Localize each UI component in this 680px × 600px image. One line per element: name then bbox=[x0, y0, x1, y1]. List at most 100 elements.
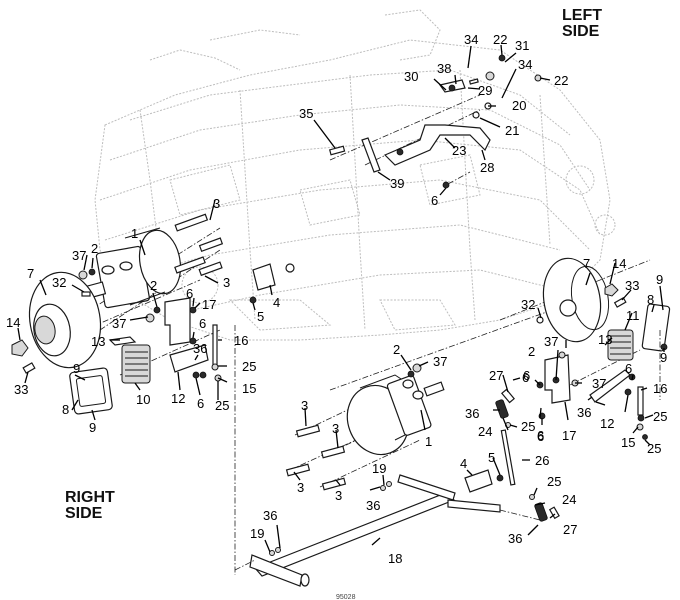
callout: 5 bbox=[488, 450, 495, 465]
callout: 36 bbox=[263, 508, 277, 523]
callout: 22 bbox=[554, 73, 568, 88]
chassis-frame bbox=[94, 9, 616, 341]
callout: 1 bbox=[425, 434, 432, 449]
left-side-label: LEFT SIDE bbox=[562, 7, 602, 40]
callout: 24 bbox=[478, 424, 492, 439]
callout: 32 bbox=[52, 275, 66, 290]
callout: 36 bbox=[366, 498, 380, 513]
callout: 24 bbox=[562, 492, 576, 507]
callout: 32 bbox=[521, 297, 535, 312]
callout: 36 bbox=[508, 531, 522, 546]
callout: 4 bbox=[273, 295, 280, 310]
callout: 37 bbox=[592, 376, 606, 391]
callout: 6 bbox=[186, 286, 193, 301]
callout: 6 bbox=[197, 396, 204, 411]
callout: 25 bbox=[242, 359, 256, 374]
rod-26 bbox=[500, 429, 516, 486]
callout: 17 bbox=[202, 297, 216, 312]
callout: 36 bbox=[577, 405, 591, 420]
link-39 bbox=[361, 137, 381, 173]
callout: 14 bbox=[612, 256, 626, 271]
right-side-label: RIGHT SIDE bbox=[65, 489, 115, 522]
callout: 25 bbox=[653, 409, 667, 424]
callout: 31 bbox=[515, 38, 529, 53]
lever-23 bbox=[383, 124, 491, 166]
callout: 11 bbox=[626, 308, 640, 323]
callout: 25 bbox=[547, 474, 561, 489]
callout: 3 bbox=[332, 421, 339, 436]
callout: 36 bbox=[465, 406, 479, 421]
rod-16-left bbox=[637, 386, 644, 416]
linkage-assembly bbox=[328, 54, 542, 189]
callout: 28 bbox=[480, 160, 494, 175]
callout: 20 bbox=[512, 98, 526, 113]
fan-motor-left bbox=[607, 329, 634, 361]
callout: 37 bbox=[112, 316, 126, 331]
callout: 23 bbox=[452, 143, 466, 158]
leader-lines bbox=[17, 44, 665, 553]
shield-plate bbox=[69, 367, 113, 415]
left-side-label-line2: SIDE bbox=[562, 23, 600, 40]
callout: 25 bbox=[521, 419, 535, 434]
callout: 3 bbox=[335, 488, 342, 503]
callout: 2 bbox=[91, 241, 98, 256]
callout: 19 bbox=[372, 461, 386, 476]
left-pump-assembly bbox=[329, 257, 671, 440]
callout: 6 bbox=[537, 429, 544, 444]
callout: 13 bbox=[598, 332, 612, 347]
callout: 19 bbox=[250, 526, 264, 541]
callout: 37 bbox=[72, 248, 86, 263]
callout: 17 bbox=[562, 428, 576, 443]
left-side-label-line1: LEFT bbox=[562, 7, 602, 24]
callout: 3 bbox=[223, 275, 230, 290]
callout: 13 bbox=[91, 334, 105, 349]
callout: 1 bbox=[131, 226, 138, 241]
callout: 25 bbox=[215, 398, 229, 413]
callout: 39 bbox=[390, 176, 404, 191]
callout: 33 bbox=[14, 382, 28, 397]
plate-12 bbox=[169, 344, 209, 373]
callout: 16 bbox=[234, 333, 248, 348]
right-side-label-line1: RIGHT bbox=[65, 489, 115, 506]
callout: 7 bbox=[27, 266, 34, 281]
right-side-label-line2: SIDE bbox=[65, 505, 103, 522]
callout: 9 bbox=[73, 361, 80, 376]
callout: 25 bbox=[647, 441, 661, 456]
callout: 6 bbox=[431, 193, 438, 208]
callout: 12 bbox=[600, 416, 614, 431]
center-pump-assembly bbox=[234, 363, 560, 587]
callout: 33 bbox=[625, 278, 639, 293]
callout: 34 bbox=[518, 57, 532, 72]
callout: 22 bbox=[493, 32, 507, 47]
callout: 14 bbox=[6, 315, 20, 330]
callout: 30 bbox=[404, 69, 418, 84]
callout: 2 bbox=[528, 344, 535, 359]
rod-16 bbox=[212, 324, 218, 366]
callout: 6 bbox=[625, 361, 632, 376]
callout: 15 bbox=[621, 435, 635, 450]
callout: 9 bbox=[656, 272, 663, 287]
figure-id: 95028 bbox=[336, 594, 356, 600]
callout: 4 bbox=[460, 456, 467, 471]
callout: 3 bbox=[301, 398, 308, 413]
callout: 27 bbox=[489, 368, 503, 383]
callout: 26 bbox=[535, 453, 549, 468]
callout: 35 bbox=[299, 106, 313, 121]
callout: 37 bbox=[544, 334, 558, 349]
callout: 29 bbox=[478, 83, 492, 98]
callout: 27 bbox=[563, 522, 577, 537]
callout: 6 bbox=[199, 316, 206, 331]
callout: 5 bbox=[257, 309, 264, 324]
callout: 16 bbox=[653, 381, 667, 396]
callout: 6 bbox=[537, 428, 544, 443]
callout: 8 bbox=[647, 292, 654, 307]
callout: 9 bbox=[89, 420, 96, 435]
callout: 7 bbox=[583, 256, 590, 271]
callout: 21 bbox=[505, 123, 519, 138]
callout: 36 bbox=[193, 341, 207, 356]
callout: 12 bbox=[171, 391, 185, 406]
callout: 8 bbox=[62, 402, 69, 417]
callout: 9 bbox=[660, 350, 667, 365]
callout: 38 bbox=[437, 61, 451, 76]
